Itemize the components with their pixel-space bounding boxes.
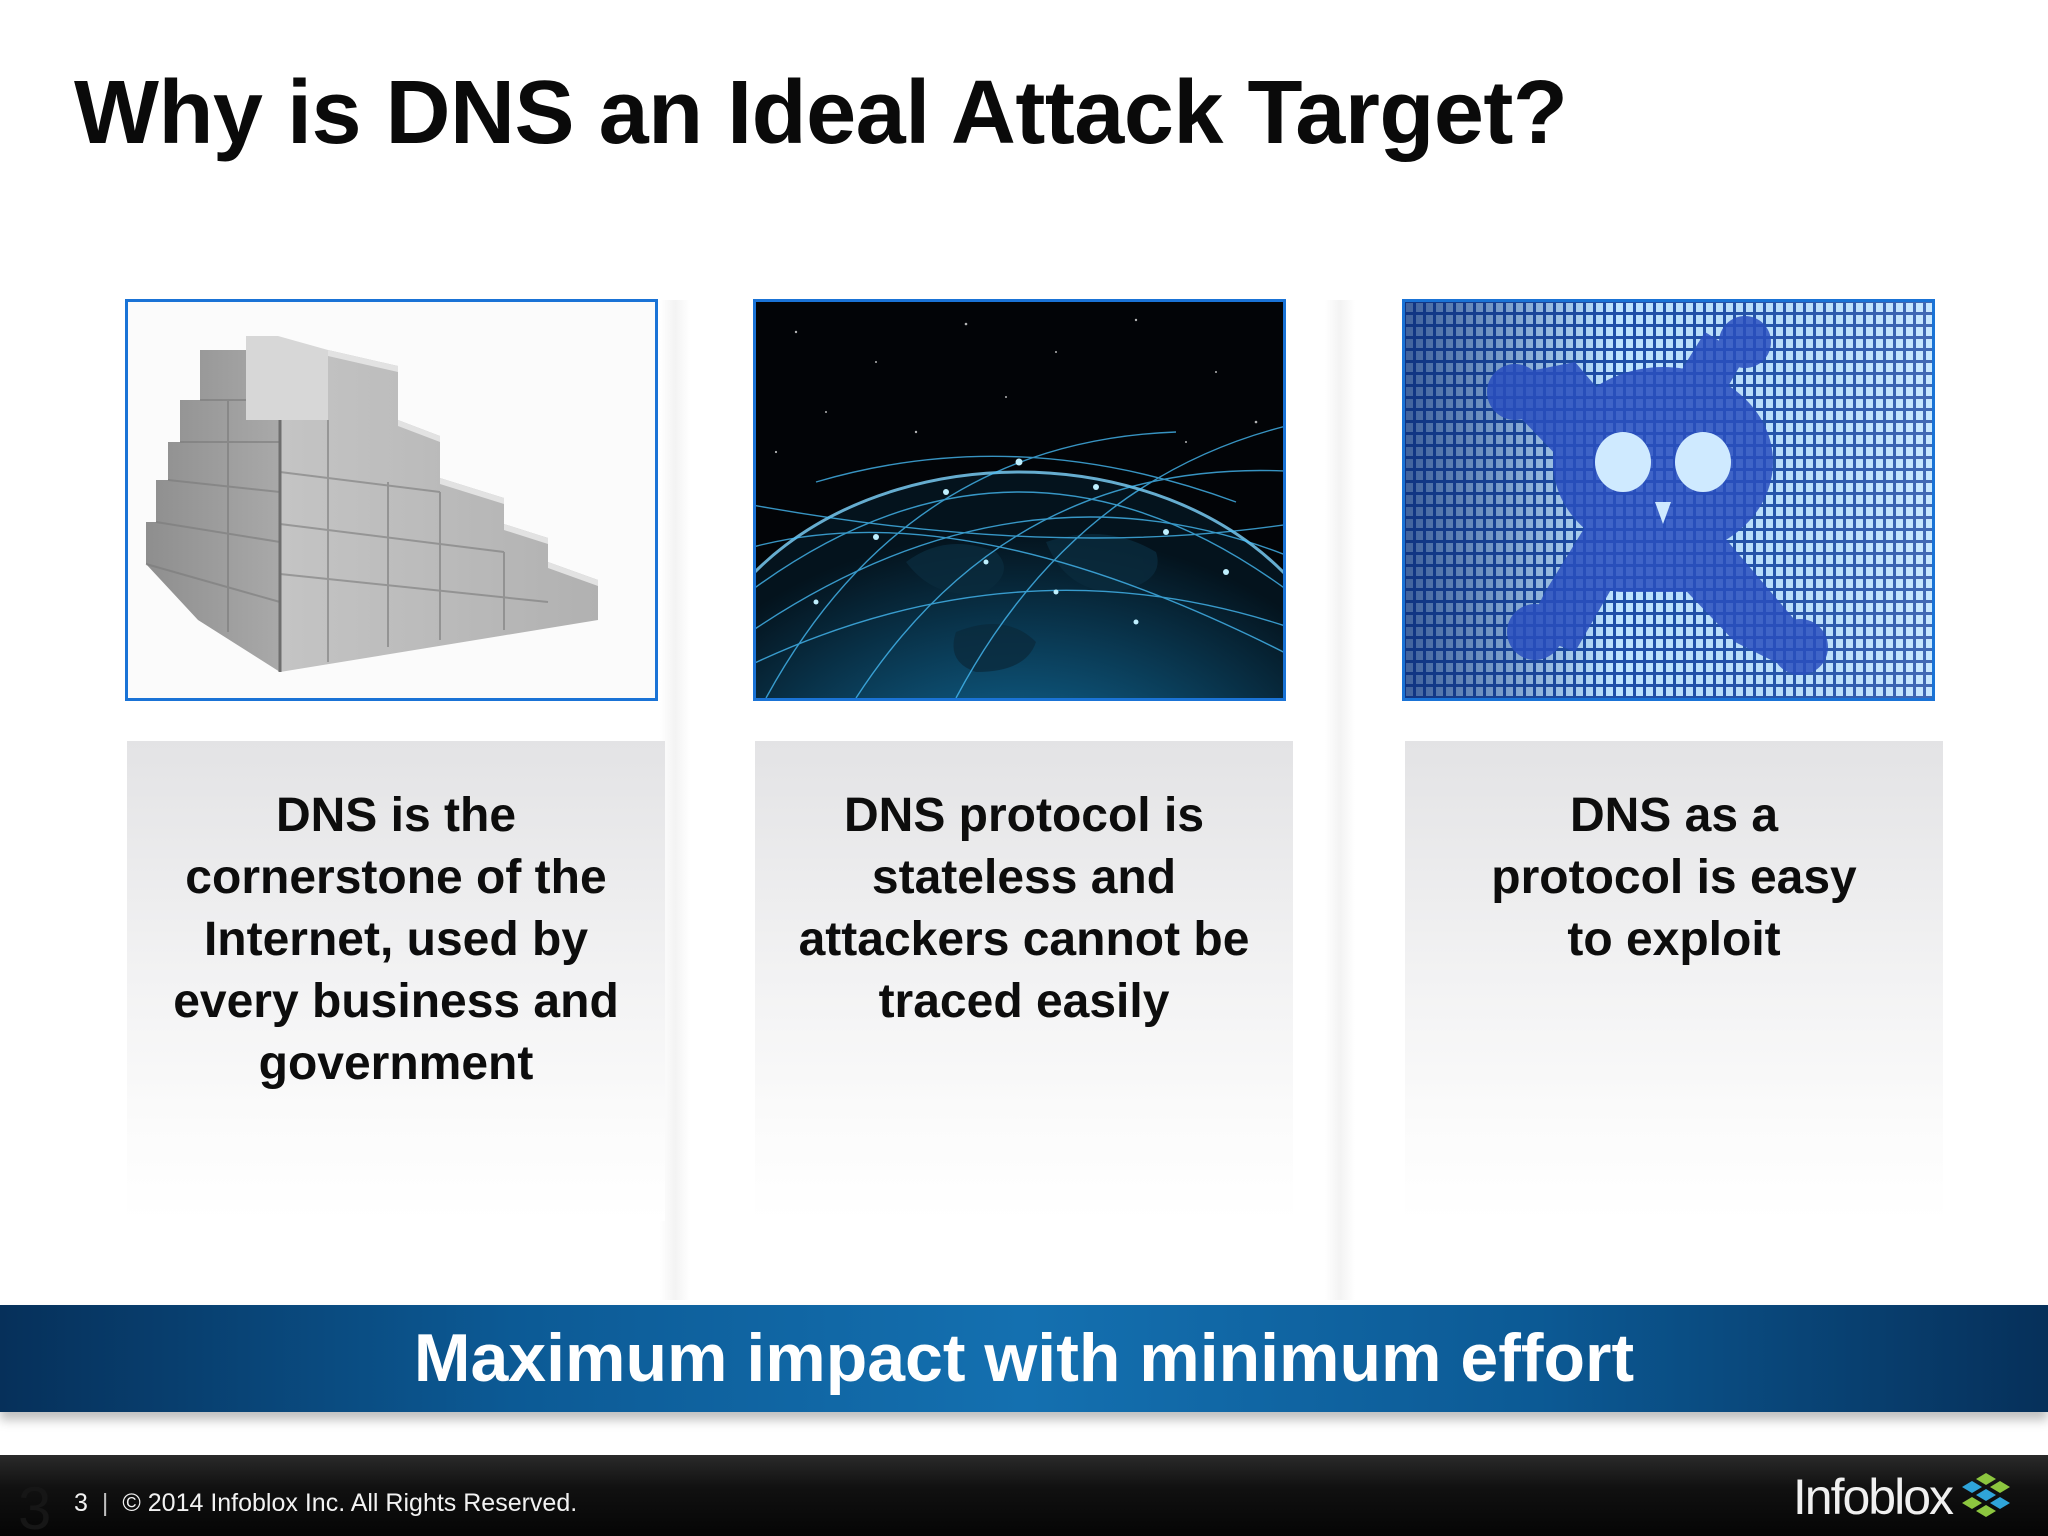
card-line: traced easily [878, 975, 1170, 1028]
card-line: cornerstone of the [185, 851, 607, 904]
footer-text: 3 | © 2014 Infoblox Inc. All Rights Reserv… [74, 1489, 577, 1518]
card-line: DNS as a [1569, 789, 1779, 842]
card-line: government [258, 1037, 534, 1090]
card-line: DNS protocol is [843, 789, 1205, 842]
text-card-exploit: DNS as a protocol is easy to exploit [1405, 741, 1943, 1221]
card-text: DNS is the cornerstone of the Internet, … [151, 785, 641, 1095]
column-divider-shadow [1325, 300, 1355, 1300]
slide-title: Why is DNS an Ideal Attack Target? [74, 63, 1568, 163]
conclusion-banner: Maximum impact with minimum effort [0, 1305, 2048, 1412]
infoblox-logo: Infoblox [1793, 1469, 2014, 1525]
skull-crossbones-image [1402, 299, 1935, 701]
card-text: DNS as a protocol is easy to exploit [1429, 785, 1919, 971]
logo-text: Infoblox [1792, 1469, 1954, 1525]
brick-wall-icon [128, 302, 655, 698]
banner-text: Maximum impact with minimum effort [413, 1320, 1635, 1396]
skull-crossbones-icon [1405, 302, 1932, 698]
column-divider-shadow [660, 300, 690, 1300]
globe-network-image [753, 299, 1286, 701]
footer-separator: | [101, 1489, 109, 1517]
slide-number: 3 [74, 1489, 88, 1517]
card-line: attackers cannot be [798, 913, 1250, 966]
card-line: protocol is easy [1491, 851, 1857, 904]
slide-number-large: 3 [18, 1475, 52, 1536]
card-line: every business and [173, 975, 619, 1028]
card-line: DNS is the [275, 789, 517, 842]
text-card-cornerstone: DNS is the cornerstone of the Internet, … [127, 741, 665, 1221]
globe-network-icon [756, 302, 1283, 698]
text-card-stateless: DNS protocol is stateless and attackers … [755, 741, 1293, 1221]
infoblox-cube-icon [1962, 1473, 2010, 1517]
card-text: DNS protocol is stateless and attackers … [779, 785, 1269, 1033]
card-line: Internet, used by [203, 913, 589, 966]
copyright-text: © 2014 Infoblox Inc. All Rights Reserved… [122, 1489, 578, 1517]
slide-footer: 3 3 | © 2014 Infoblox Inc. All Rights Rese… [0, 1455, 2048, 1536]
card-line: to exploit [1567, 913, 1781, 966]
brick-wall-image [125, 299, 658, 701]
card-line: stateless and [871, 851, 1177, 904]
